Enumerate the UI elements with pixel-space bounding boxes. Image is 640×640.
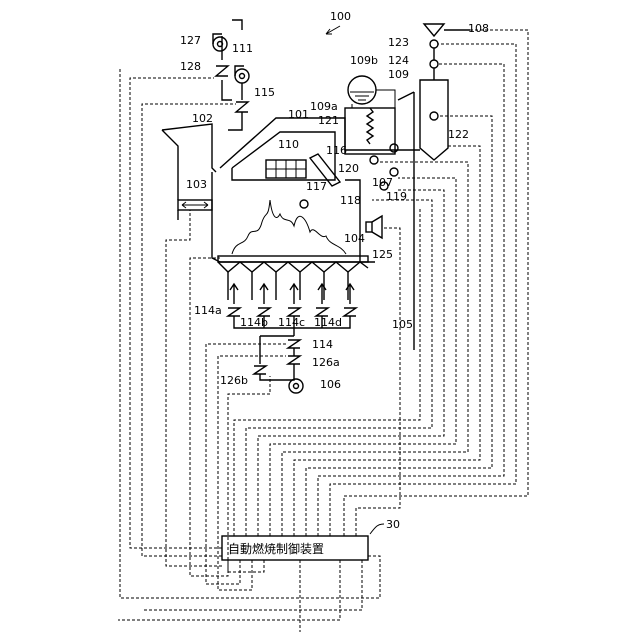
label-125: 125 xyxy=(372,248,393,261)
label-123: 123 xyxy=(388,36,409,49)
flame-area xyxy=(232,200,346,254)
label-124: 124 xyxy=(388,54,409,67)
label-110: 110 xyxy=(278,138,299,151)
label-126b: 126b xyxy=(220,374,248,387)
label-108: 108 xyxy=(468,22,489,35)
label-106: 106 xyxy=(320,378,341,391)
label-109a: 109a xyxy=(310,100,338,113)
label-127: 127 xyxy=(180,34,201,47)
label-109: 109 xyxy=(388,68,409,81)
blower-106-icon xyxy=(289,379,303,393)
boiler-109 xyxy=(345,76,395,154)
exhaust-stack xyxy=(222,20,242,100)
label-115: 115 xyxy=(254,86,275,99)
label-30: 30 xyxy=(386,518,400,531)
controller-label: 自動燃焼制御装置 xyxy=(228,541,324,556)
primary-air-arrows xyxy=(230,284,354,304)
label-122: 122 xyxy=(448,128,469,141)
label-114a: 114a xyxy=(194,304,222,317)
damper-grid-110 xyxy=(266,160,306,178)
fan-111-icon xyxy=(235,66,249,100)
valve-115-icon xyxy=(228,102,248,130)
fan-127-icon xyxy=(213,34,227,51)
label-107: 107 xyxy=(372,176,393,189)
air-supply-line xyxy=(254,336,300,380)
label-117: 117 xyxy=(306,180,327,193)
label-128: 128 xyxy=(180,60,201,73)
label-116: 116 xyxy=(326,144,347,157)
label-126a: 126a xyxy=(312,356,340,369)
label-101: 101 xyxy=(288,108,309,121)
label-114d: 114d xyxy=(314,316,342,329)
label-104: 104 xyxy=(344,232,365,245)
label-100: 100 xyxy=(330,10,351,23)
label-103: 103 xyxy=(186,178,207,191)
label-121: 121 xyxy=(318,114,339,127)
label-118: 118 xyxy=(340,194,361,207)
label-119: 119 xyxy=(386,190,407,203)
label-114c: 114c xyxy=(278,316,305,329)
label-120: 120 xyxy=(338,162,359,175)
speaker-125-icon xyxy=(366,216,382,238)
grate-104 xyxy=(218,256,368,300)
label-105: 105 xyxy=(392,318,413,331)
label-109b: 109b xyxy=(350,54,378,67)
valve-128-icon xyxy=(216,66,228,76)
label-114: 114 xyxy=(312,338,333,351)
label-102: 102 xyxy=(192,112,213,125)
label-114b: 114b xyxy=(240,316,268,329)
label-111: 111 xyxy=(232,42,253,55)
label-100-arrow xyxy=(326,26,340,34)
pusher-103 xyxy=(178,200,212,210)
